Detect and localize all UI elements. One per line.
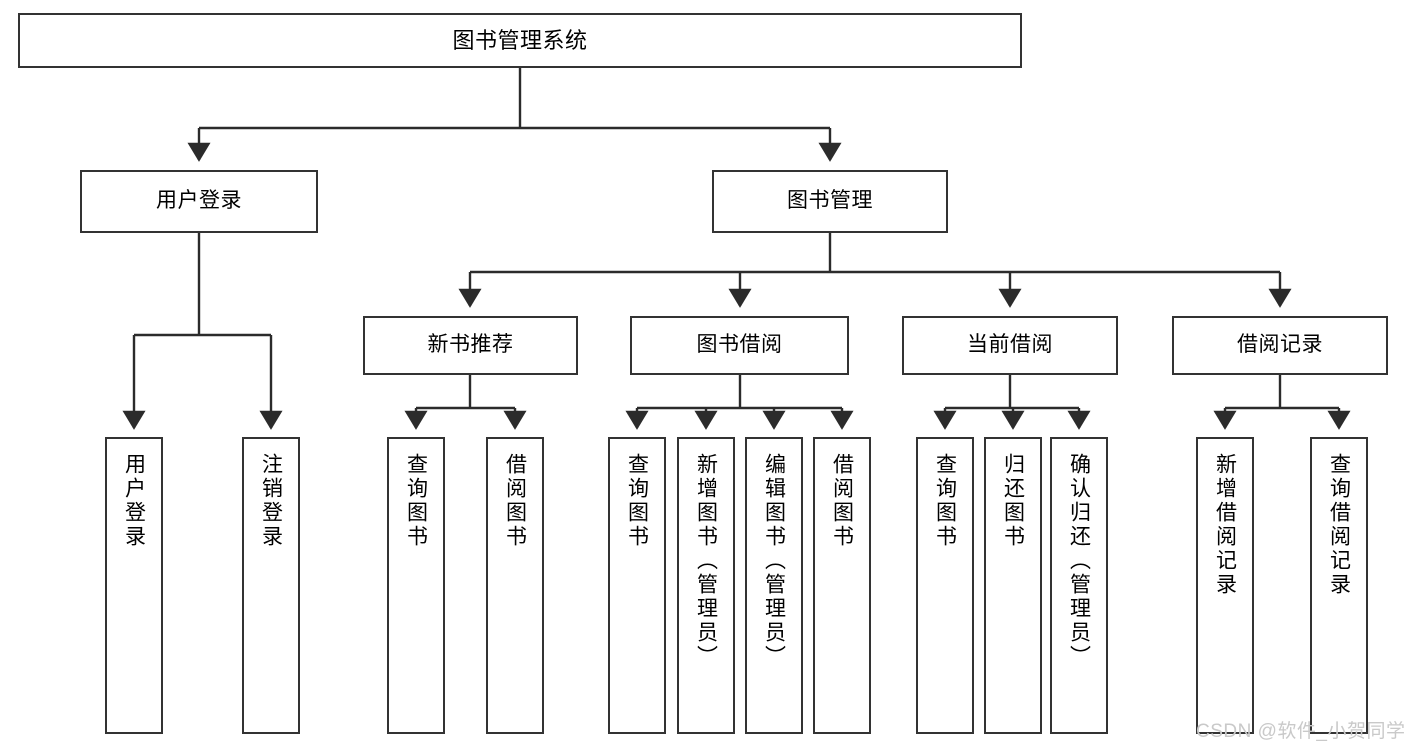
node-label: 借阅记录 [1237, 333, 1323, 357]
leaf-query-borrow-record[interactable]: 查询借阅记录 [1310, 437, 1368, 734]
leaf-confirm-return-admin[interactable]: 确认归还（管理员） [1050, 437, 1108, 734]
leaf-add-book-admin[interactable]: 新增图书（管理员） [677, 437, 735, 734]
leaf-user-logout[interactable]: 注销登录 [242, 437, 300, 734]
node-label: 新增图书（管理员） [694, 453, 718, 669]
node-label: 借阅图书 [503, 453, 527, 549]
node-label: 注销登录 [259, 453, 283, 549]
node-current-borrow[interactable]: 当前借阅 [902, 316, 1118, 375]
node-new-book-recommend[interactable]: 新书推荐 [363, 316, 578, 375]
leaf-return-book[interactable]: 归还图书 [984, 437, 1042, 734]
node-user-login[interactable]: 用户登录 [80, 170, 318, 233]
node-label: 查询图书 [625, 453, 649, 549]
node-root-system[interactable]: 图书管理系统 [18, 13, 1022, 68]
leaf-edit-book-admin[interactable]: 编辑图书（管理员） [745, 437, 803, 734]
node-label: 用户登录 [156, 189, 242, 213]
node-label: 查询借阅记录 [1327, 453, 1351, 597]
csdn-watermark: CSDN @软件_小贺同学 [1196, 721, 1405, 742]
node-label: 借阅图书 [830, 453, 854, 549]
node-label: 新书推荐 [427, 333, 514, 357]
node-label: 用户登录 [122, 453, 146, 549]
leaf-borrow-book[interactable]: 借阅图书 [813, 437, 871, 734]
leaf-query-book-current[interactable]: 查询图书 [916, 437, 974, 734]
leaf-query-book-borrow[interactable]: 查询图书 [608, 437, 666, 734]
node-book-management[interactable]: 图书管理 [712, 170, 948, 233]
node-label: 图书借阅 [696, 333, 783, 357]
leaf-add-borrow-record[interactable]: 新增借阅记录 [1196, 437, 1254, 734]
node-book-borrow[interactable]: 图书借阅 [630, 316, 849, 375]
leaf-query-book-recommend[interactable]: 查询图书 [387, 437, 445, 734]
node-label: 归还图书 [1001, 453, 1025, 549]
leaf-user-login[interactable]: 用户登录 [105, 437, 163, 734]
node-label: 编辑图书（管理员） [762, 453, 786, 669]
node-label: 新增借阅记录 [1213, 453, 1237, 597]
node-label: 查询图书 [404, 453, 428, 549]
node-label: 查询图书 [933, 453, 957, 549]
node-label: 图书管理系统 [452, 27, 588, 53]
node-label: 当前借阅 [967, 333, 1053, 357]
node-borrow-record[interactable]: 借阅记录 [1172, 316, 1388, 375]
node-label: 图书管理 [787, 189, 873, 213]
node-label: 确认归还（管理员） [1067, 453, 1091, 669]
leaf-borrow-book-recommend[interactable]: 借阅图书 [486, 437, 544, 734]
